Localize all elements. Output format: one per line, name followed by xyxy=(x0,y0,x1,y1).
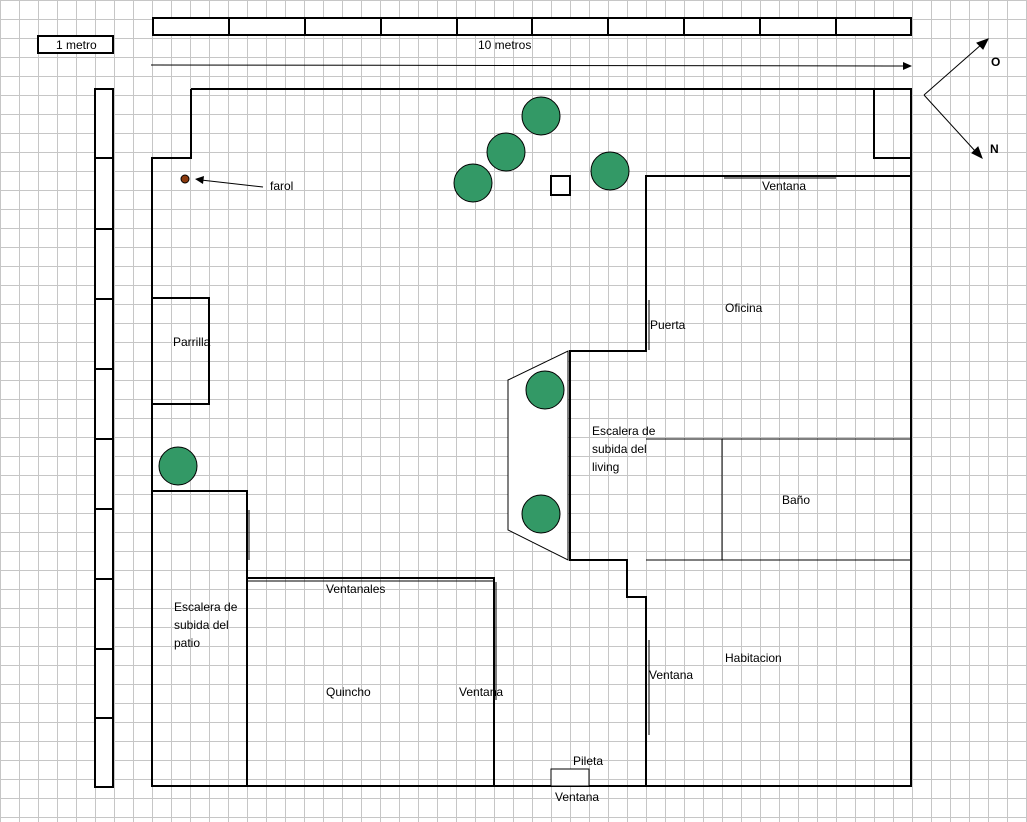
pool-label: Pileta xyxy=(573,754,604,768)
right-block-walls xyxy=(569,175,911,786)
tree xyxy=(453,163,493,203)
quincho-windows-label: Ventanales xyxy=(326,582,386,596)
lamp-marker xyxy=(180,174,190,184)
quincho-label: Quincho xyxy=(326,685,371,699)
tree xyxy=(521,96,561,136)
trees xyxy=(158,96,630,534)
bottom-window-label: Ventana xyxy=(555,790,600,804)
quincho-walls xyxy=(152,490,495,786)
bedroom-label: Habitacion xyxy=(725,651,782,665)
thin-window-lines xyxy=(247,177,836,735)
scale-ten-meters-label: 10 metros xyxy=(478,38,532,52)
scale-one-meter-label: 1 metro xyxy=(56,38,97,52)
pool-box xyxy=(550,768,590,787)
patio-stairs-label: Escalera de subida del patio xyxy=(174,600,238,650)
quincho-window-label: Ventana xyxy=(459,685,504,699)
office-door-label: Puerta xyxy=(650,318,686,332)
tree xyxy=(525,370,565,410)
office-label: Oficina xyxy=(725,301,763,315)
tree xyxy=(521,494,561,534)
compass-west-label: O xyxy=(991,55,1001,69)
scale-arrow xyxy=(150,62,912,70)
compass-arrows xyxy=(923,38,990,160)
scale-one-meter xyxy=(37,35,114,54)
living-stairs-label: Escalera de subida del living xyxy=(592,424,656,474)
tree xyxy=(158,446,198,486)
tree xyxy=(590,151,630,191)
bathroom-label: Baño xyxy=(782,493,811,507)
lamp-arrow xyxy=(195,176,264,188)
grill-walls xyxy=(152,297,210,405)
office-window-label: Ventana xyxy=(762,179,807,193)
scale-ten-meters xyxy=(152,17,912,36)
bedroom-window-label: Ventana xyxy=(649,668,694,682)
outer-walls xyxy=(151,88,912,787)
tree xyxy=(486,132,526,172)
lamp-label: farol xyxy=(270,179,294,193)
small-box xyxy=(550,175,571,196)
compass-north-label: N xyxy=(990,142,999,156)
scale-vertical xyxy=(94,88,114,788)
grill-label: Parrilla xyxy=(173,335,211,349)
